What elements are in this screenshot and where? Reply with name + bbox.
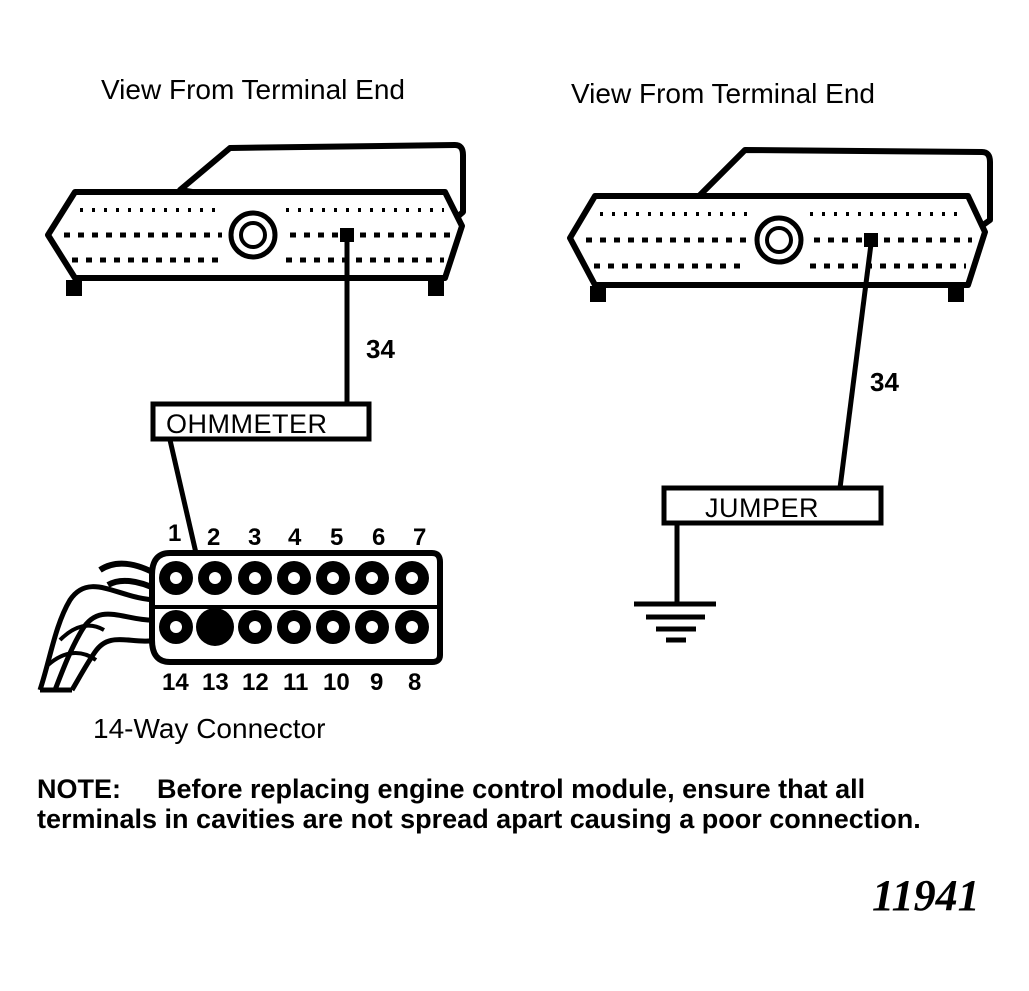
jumper-label: JUMPER bbox=[705, 493, 819, 523]
bottom-pin-labels: 14 13 12 11 10 9 8 bbox=[162, 669, 421, 696]
pin-label: 12 bbox=[242, 669, 269, 696]
pin-label: 9 bbox=[370, 669, 383, 696]
left-view-title: View From Terminal End bbox=[101, 74, 405, 105]
left-wire-number: 34 bbox=[366, 334, 395, 364]
right-view-title: View From Terminal End bbox=[571, 78, 875, 109]
connector-top-row bbox=[159, 561, 429, 595]
pin-13-probed bbox=[196, 608, 234, 646]
pin-label: 1 bbox=[168, 520, 181, 547]
note-line-1: Before replacing engine control module, … bbox=[157, 774, 866, 804]
top-pin-labels: 1 2 3 4 5 6 7 bbox=[168, 520, 426, 551]
figure-number: 11941 bbox=[872, 871, 980, 920]
note-heading: NOTE: bbox=[37, 774, 121, 804]
connector-bottom-row bbox=[159, 608, 429, 646]
right-ecm-terminals bbox=[586, 212, 972, 269]
pin-label: 3 bbox=[248, 524, 261, 551]
pin-label: 5 bbox=[330, 524, 343, 551]
ohmmeter-label: OHMMETER bbox=[166, 409, 328, 439]
left-terminal-34 bbox=[340, 228, 354, 242]
right-wire-number: 34 bbox=[870, 367, 899, 397]
jumper-box bbox=[661, 485, 884, 526]
fourteen-way-connector bbox=[37, 550, 443, 693]
right-wire-34 bbox=[837, 243, 874, 489]
left-ecm-terminals bbox=[64, 208, 450, 263]
pin-label: 10 bbox=[323, 669, 350, 696]
connector-caption: 14-Way Connector bbox=[93, 713, 325, 744]
pin-label: 11 bbox=[283, 669, 308, 696]
pin-label: 8 bbox=[408, 669, 421, 696]
pin-label: 6 bbox=[372, 524, 385, 551]
right-ecm-connector bbox=[567, 147, 993, 302]
pin-label: 14 bbox=[162, 669, 189, 696]
pin-label: 4 bbox=[288, 524, 302, 551]
ground-symbol bbox=[634, 601, 716, 643]
ohmmeter-box bbox=[150, 401, 372, 442]
pin-label: 13 bbox=[202, 669, 229, 696]
left-ecm-connector bbox=[45, 142, 466, 296]
pin-label: 7 bbox=[413, 524, 426, 551]
note-line-2: terminals in cavities are not spread apa… bbox=[37, 804, 921, 834]
right-terminal-34 bbox=[864, 233, 878, 247]
pin-label: 2 bbox=[207, 524, 220, 551]
connector-wire-harness bbox=[37, 560, 161, 693]
